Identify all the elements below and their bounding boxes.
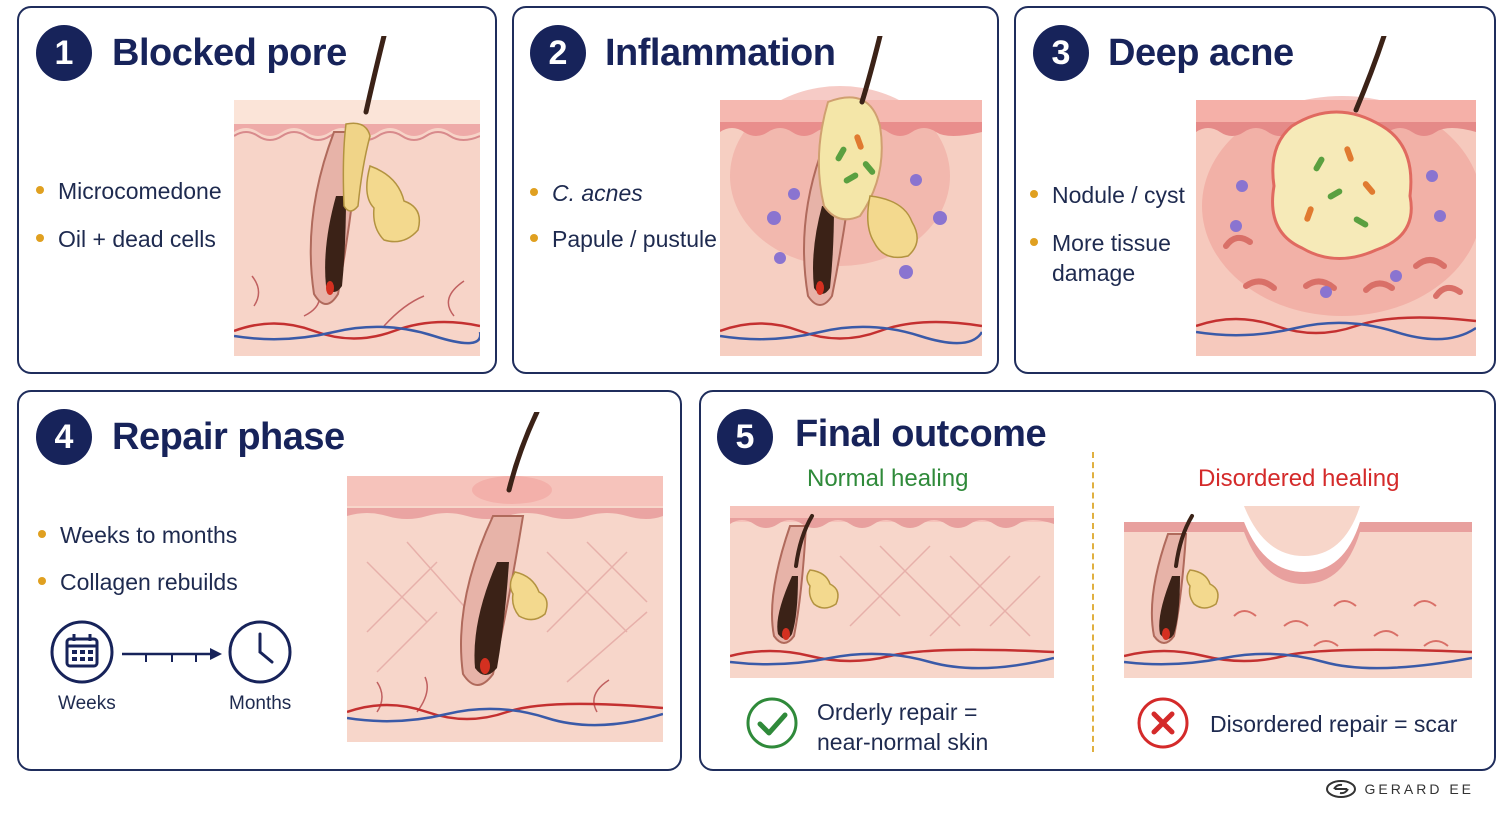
- normal-healing-label: Normal healing: [807, 465, 969, 492]
- bullet-3-2: More tissue damage: [1030, 228, 1212, 288]
- step-number-2: 2: [530, 25, 586, 81]
- disordered-outcome-note: Disordered repair = scar: [1210, 711, 1458, 737]
- bullet-2-2: Papule / pustule: [530, 224, 717, 254]
- bullet-1-1: Microcomedone: [36, 176, 222, 206]
- timeline-end-label: Months: [229, 693, 292, 714]
- bullet-4-2: Collagen rebuilds: [38, 567, 238, 597]
- disordered-healing-label: Disordered healing: [1198, 465, 1400, 492]
- normal-healing-illustration: [730, 506, 1054, 678]
- disordered-healing-illustration: [1124, 506, 1472, 678]
- bullet-3-1: Nodule / cyst: [1030, 180, 1185, 210]
- timeline-graphic: [50, 620, 292, 684]
- brand-mark-icon: [1325, 780, 1356, 798]
- deep-acne-illustration: [1196, 36, 1476, 356]
- step-number-5: 5: [717, 409, 773, 465]
- brand-logo: GERARD EE: [1325, 779, 1474, 799]
- panel-title-2: Inflammation: [605, 32, 836, 74]
- bullet-4-1: Weeks to months: [38, 520, 237, 550]
- panel-title-4: Repair phase: [112, 416, 345, 458]
- panel-title-1: Blocked pore: [112, 32, 347, 74]
- normal-outcome-note: Orderly repair = near-normal skin: [817, 699, 989, 755]
- step-number-4: 4: [36, 409, 92, 465]
- outcome-divider: [1092, 452, 1094, 752]
- panel-title-5: Final outcome: [795, 413, 1047, 455]
- x-circle-icon: [1137, 697, 1189, 749]
- bullet-1-2: Oil + dead cells: [36, 224, 216, 254]
- check-circle-icon: [746, 697, 798, 749]
- bullet-2-1: C. acnes: [530, 178, 643, 208]
- timeline-start-label: Weeks: [58, 693, 116, 714]
- step-number-1: 1: [36, 25, 92, 81]
- repair-phase-illustration: [347, 412, 663, 742]
- step-number-3: 3: [1033, 25, 1089, 81]
- brand-name: GERARD EE: [1364, 781, 1474, 797]
- panel-title-3: Deep acne: [1108, 32, 1294, 74]
- inflammation-illustration: [720, 36, 982, 356]
- blocked-pore-illustration: [234, 36, 480, 356]
